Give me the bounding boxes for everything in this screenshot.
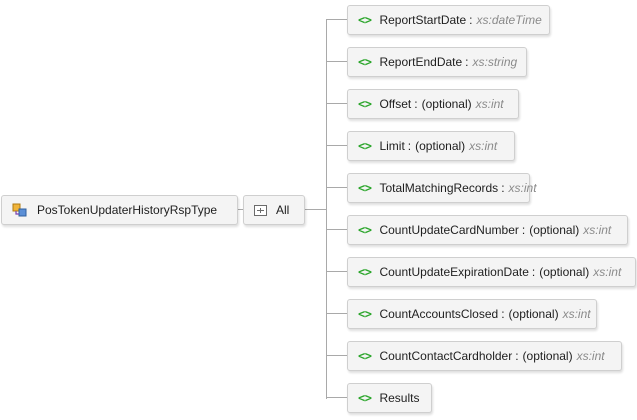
- element-optional-flag: (optional): [522, 349, 573, 363]
- element-type: xs:dateTime: [476, 13, 542, 27]
- element-optional-flag: (optional): [529, 223, 580, 237]
- root-complex-type-node[interactable]: PosTokenUpdaterHistoryRspType: [1, 195, 238, 225]
- element-type: xs:int: [583, 223, 612, 237]
- element-name: Results: [379, 391, 420, 405]
- connector-branch: [326, 145, 347, 146]
- element-type: xs:int: [562, 307, 591, 321]
- element-separator: :: [501, 307, 505, 321]
- element-icon: <>: [358, 349, 372, 363]
- connector-branch: [326, 397, 347, 398]
- element-icon: <>: [358, 139, 372, 153]
- element-node-count-contact-cardholder[interactable]: <> CountContactCardholder:(optional)xs:in…: [347, 341, 622, 371]
- element-name: ReportEndDate: [379, 55, 463, 69]
- element-node-count-update-expiration-date[interactable]: <> CountUpdateExpirationDate:(optional)xs…: [347, 257, 636, 287]
- element-node-limit[interactable]: <> Limit:(optional)xs:int: [347, 131, 515, 161]
- connector-branch: [326, 229, 347, 230]
- element-icon: <>: [358, 55, 372, 69]
- connector-branch: [326, 187, 347, 188]
- element-type: xs:int: [508, 181, 537, 195]
- element-node-offset[interactable]: <> Offset:(optional)xs:int: [347, 89, 519, 119]
- element-name: CountUpdateCardNumber: [379, 223, 519, 237]
- element-type: xs:int: [475, 97, 504, 111]
- element-node-report-start-date[interactable]: <> ReportStartDate:xs:dateTime: [347, 5, 550, 35]
- element-icon: <>: [358, 97, 372, 111]
- element-node-report-end-date[interactable]: <> ReportEndDate:xs:string: [347, 47, 527, 77]
- element-name: CountAccountsClosed: [379, 307, 499, 321]
- element-name: TotalMatchingRecords: [379, 181, 499, 195]
- connector-branch: [326, 19, 347, 20]
- element-name: Limit: [379, 139, 405, 153]
- element-separator: :: [531, 265, 536, 279]
- sequence-icon: [254, 204, 267, 216]
- root-type-name: PosTokenUpdaterHistoryRspType: [37, 203, 218, 217]
- element-name: CountUpdateExpirationDate: [379, 265, 529, 279]
- element-node-total-matching-records[interactable]: <> TotalMatchingRecords:xs:int: [347, 173, 537, 203]
- element-node-count-update-card-number[interactable]: <> CountUpdateCardNumber:(optional)xs:int: [347, 215, 628, 245]
- element-type: xs:int: [469, 139, 498, 153]
- element-optional-flag: (optional): [539, 265, 590, 279]
- element-separator: :: [501, 181, 505, 195]
- element-name: ReportStartDate: [379, 13, 467, 27]
- element-separator: :: [465, 55, 469, 69]
- element-separator: :: [515, 349, 519, 363]
- group-label: All: [276, 203, 290, 217]
- element-icon: <>: [358, 223, 372, 237]
- element-node-count-accounts-closed[interactable]: <> CountAccountsClosed:(optional)xs:int: [347, 299, 597, 329]
- element-icon: <>: [358, 391, 372, 405]
- element-optional-flag: (optional): [421, 97, 472, 111]
- connector-branch: [326, 103, 347, 104]
- element-separator: :: [521, 223, 526, 237]
- element-type: xs:int: [593, 265, 622, 279]
- element-separator: :: [469, 13, 473, 27]
- complex-type-icon: [12, 202, 28, 218]
- connector-branch: [326, 61, 347, 62]
- element-name: CountContactCardholder: [379, 349, 513, 363]
- element-icon: <>: [358, 181, 372, 195]
- element-type: xs:int: [576, 349, 605, 363]
- connector-root-to-group: [238, 209, 243, 210]
- connector-group-stub: [305, 209, 327, 210]
- connector-trunk: [326, 20, 327, 399]
- element-optional-flag: (optional): [415, 139, 466, 153]
- connector-branch: [326, 313, 347, 314]
- element-icon: <>: [358, 307, 372, 321]
- connector-branch: [326, 355, 347, 356]
- element-type: xs:string: [472, 55, 518, 69]
- connector-branch: [326, 271, 347, 272]
- element-icon: <>: [358, 13, 372, 27]
- element-node-results[interactable]: <> Results: [347, 383, 432, 413]
- element-separator: :: [407, 139, 412, 153]
- element-optional-flag: (optional): [508, 307, 559, 321]
- element-icon: <>: [358, 265, 372, 279]
- element-name: Offset: [379, 97, 412, 111]
- element-separator: :: [414, 97, 418, 111]
- group-all-node[interactable]: All: [243, 195, 305, 225]
